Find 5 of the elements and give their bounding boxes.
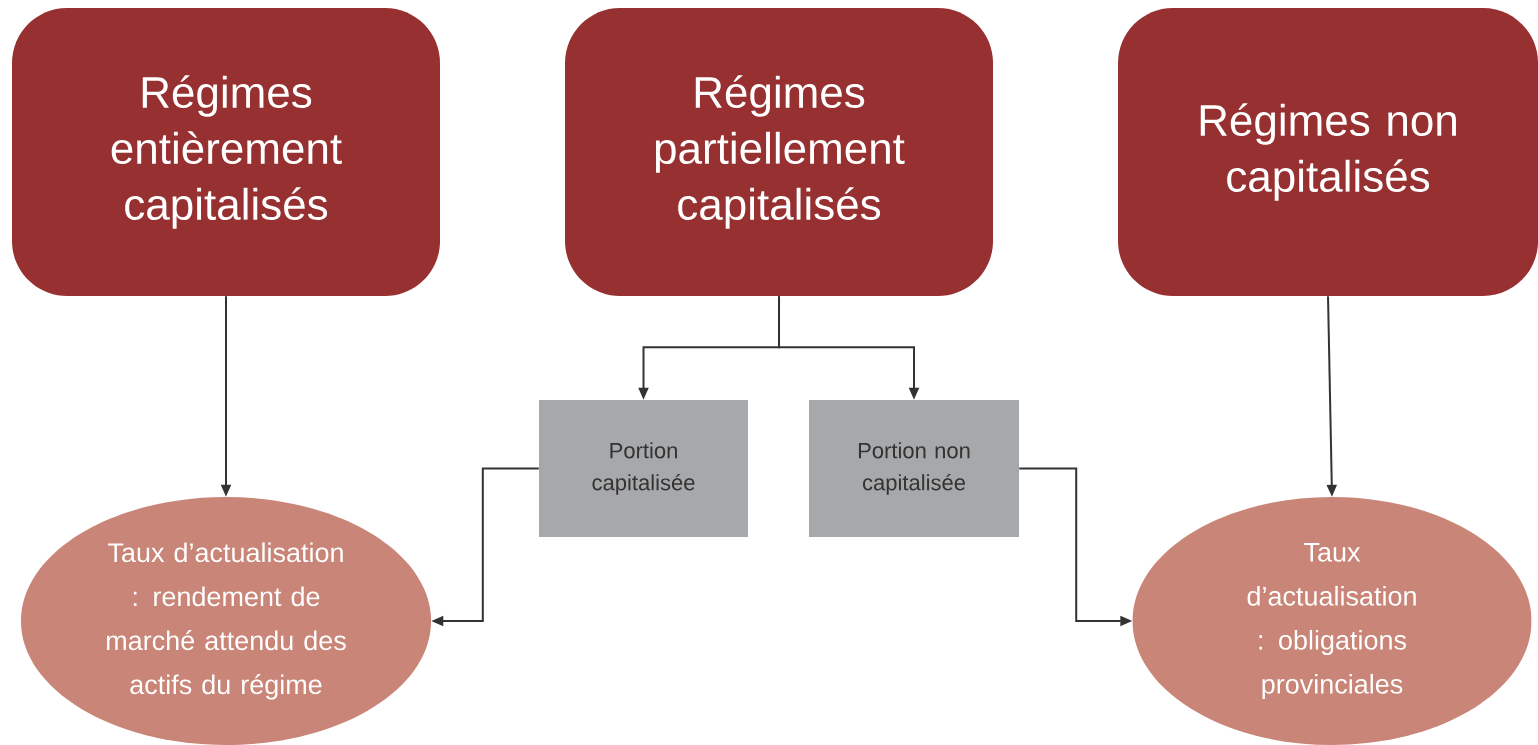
category-box: Régimes non capitalisés — [1118, 8, 1538, 296]
category-box: Régimes entièrement capitalisés — [12, 8, 440, 296]
category-box: Régimes partiellement capitalisés — [565, 8, 993, 296]
portion-box: Portion capitalisée — [539, 400, 748, 537]
portion-box: Portion non capitalisée — [809, 400, 1019, 537]
